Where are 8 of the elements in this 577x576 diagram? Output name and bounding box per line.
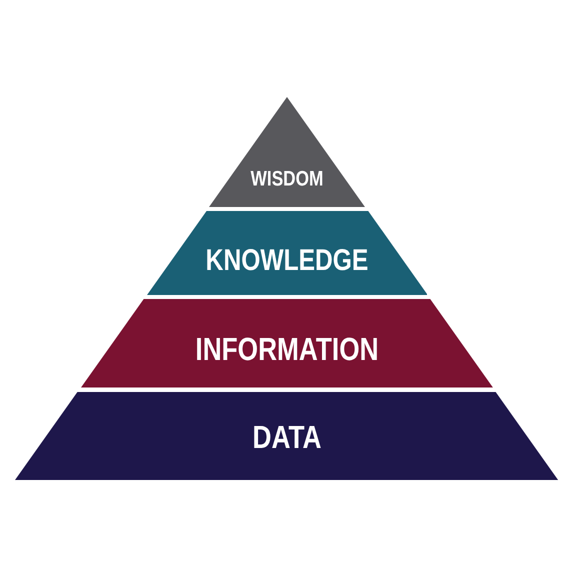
tier-label: INFORMATION [195,332,379,364]
pyramid-tier [146,211,428,295]
tier-label: WISDOM [250,168,324,190]
tier-label: KNOWLEDGE [206,246,368,276]
pyramid-tier [81,299,493,388]
pyramid-apex-tier [209,97,365,207]
pyramid-base-tier [15,392,559,480]
tier-label: DATA [252,421,322,453]
